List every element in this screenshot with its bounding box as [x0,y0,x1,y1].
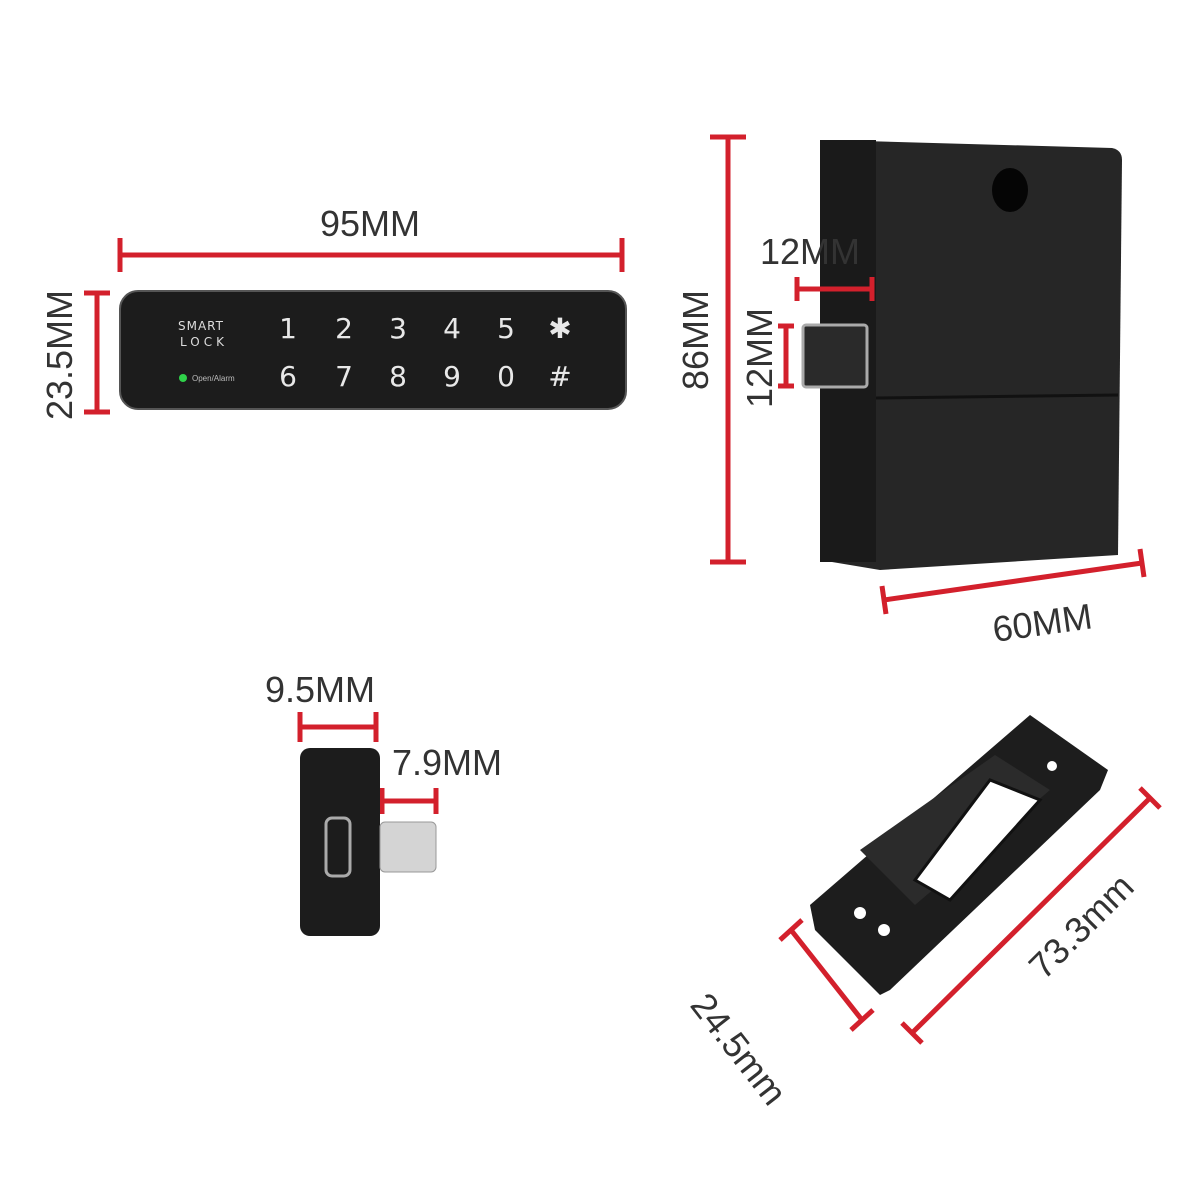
bolt-height-label: 12MM [739,308,780,408]
side-depth-line [297,712,379,742]
latch-bolt [801,323,869,389]
key-7[interactable]: 7 [335,360,353,393]
key-2[interactable]: 2 [335,312,353,345]
key-6[interactable]: 6 [279,360,297,393]
strike-length-line [900,786,1162,1045]
keypad-width-line [117,238,625,272]
key-3[interactable]: 3 [389,312,407,345]
key-hash[interactable]: # [548,360,571,393]
brand-lock: LOCK [180,335,228,349]
bolt-cylinder [379,821,437,873]
brand-smart: SMART [178,319,224,333]
keypad-height-line [84,290,110,415]
strike-length-label: 73.3mm [1021,866,1142,987]
key-5[interactable]: 5 [497,312,515,345]
status-label: Open/Alarm [192,374,235,383]
key-9[interactable]: 9 [443,360,461,393]
keypad-height-label: 23.5MM [39,290,80,420]
key-1[interactable]: 1 [279,312,297,345]
key-0[interactable]: 0 [497,360,515,393]
key-8[interactable]: 8 [389,360,407,393]
strike-width-line [778,918,875,1032]
lock-width-label: 60MM [990,595,1095,650]
strike-slot [912,778,1043,902]
key-4[interactable]: 4 [443,312,461,345]
keys-row-1: 1 2 3 4 5 ✱ [279,312,572,345]
lock-width-line [879,548,1147,615]
lock-height-line [710,134,746,565]
keyhole-icon [992,168,1028,212]
strike-plate: 73.3mm 24.5mm [683,715,1162,1113]
strike-width-label: 24.5mm [683,985,795,1113]
bolt-height-line [778,323,794,389]
keypad-panel: 95MM 23.5MM SMART LOCK Open/Alarm 1 2 3 … [39,203,627,420]
lock-height-label: 86MM [675,290,716,390]
keys-row-2: 6 7 8 9 0 # [279,360,572,393]
side-depth-label: 9.5MM [265,669,375,710]
side-bolt-label: 7.9MM [392,742,502,783]
status-led-icon [179,374,187,382]
side-view: 9.5MM 7.9MM [265,669,502,936]
lock-body: 86MM 12MM 12MM 60MM [675,134,1147,650]
bolt-depth-label: 12MM [760,231,860,272]
usb-port-icon [324,816,352,878]
keypad-width-label: 95MM [320,203,420,244]
key-star[interactable]: ✱ [548,312,571,345]
side-bolt-line [379,788,439,814]
bolt-depth-line [794,277,875,301]
